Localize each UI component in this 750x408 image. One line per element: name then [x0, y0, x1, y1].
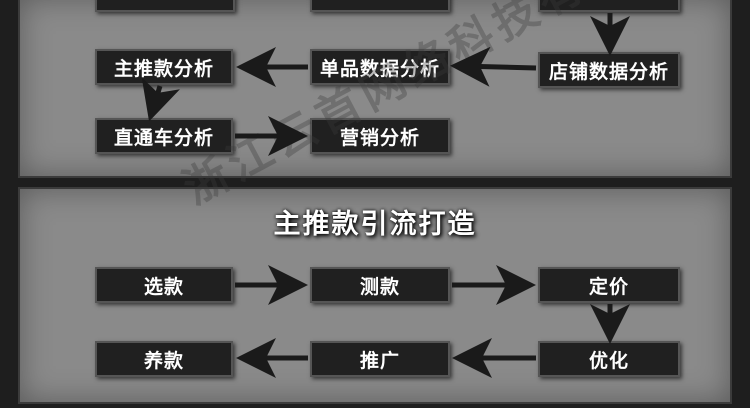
flow-box-promotion: 推广: [310, 341, 450, 377]
flow-box-through-train-analysis: 直通车分析: [95, 118, 233, 154]
flow-box-single-item-data-analysis: 单品数据分析: [310, 49, 450, 85]
flow-box-nurture-product: 养款: [95, 341, 233, 377]
flow-box-select-product: 选款: [95, 267, 233, 303]
flow-box-test-product: 测款: [310, 267, 450, 303]
flow-box-pricing: 定价: [538, 267, 680, 303]
flow-box-top-middle: [310, 0, 450, 12]
flow-box-store-data-analysis: 店铺数据分析: [538, 52, 680, 88]
flow-box-marketing-analysis: 营销分析: [310, 118, 450, 154]
arrow-store-to-single: [450, 46, 537, 87]
arrow-main-to-through-train: [141, 77, 180, 122]
section-title: 主推款引流打造: [273, 209, 477, 240]
flow-box-top-left: [95, 0, 235, 12]
flow-box-top-right: [538, 0, 680, 12]
flow-box-optimization: 优化: [538, 341, 680, 377]
